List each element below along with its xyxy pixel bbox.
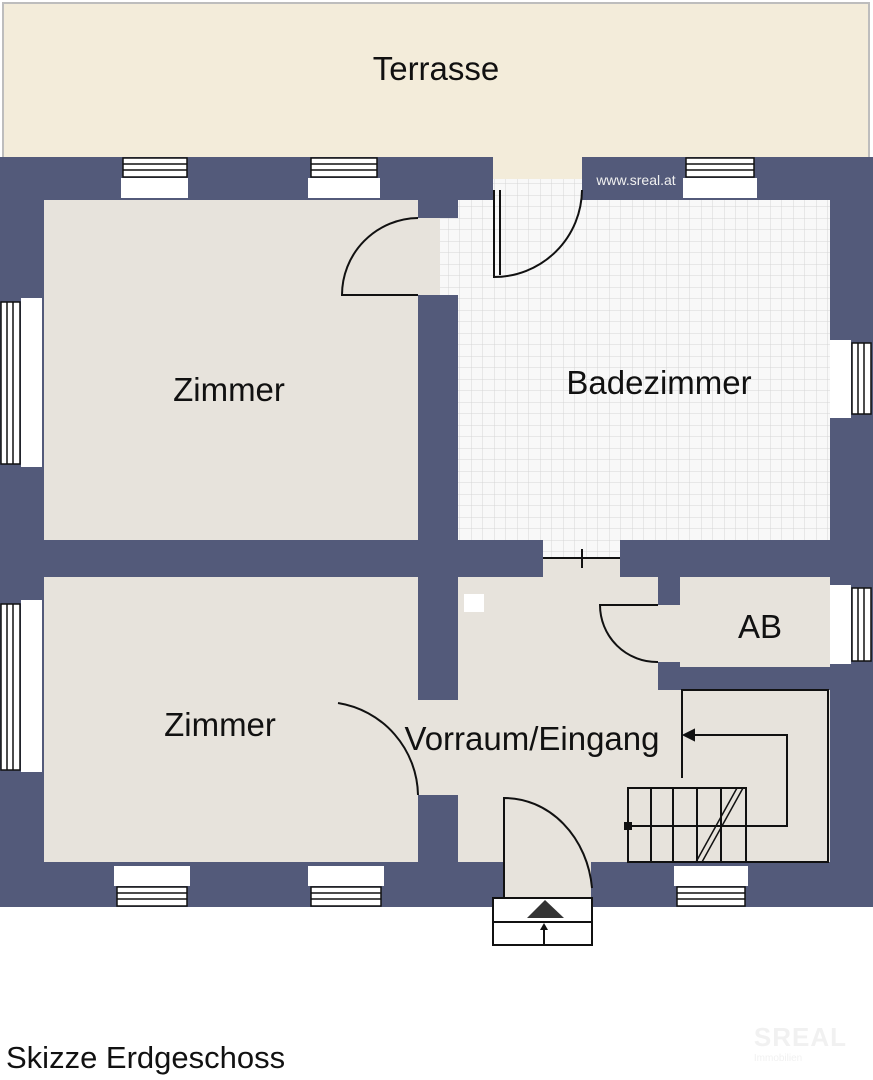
bath-terrace-opening-tiles <box>493 179 582 200</box>
label-hallway: Vorraum/Eingang <box>405 720 660 757</box>
door-swing-room-bottom <box>337 702 419 796</box>
watermark-url: www.sreal.at <box>595 172 675 188</box>
doors <box>337 189 659 898</box>
window <box>830 340 872 418</box>
wall-bath-left2 <box>420 295 458 540</box>
plan-caption: Skizze Erdgeschoss <box>6 1040 286 1075</box>
stair-direction-arrow <box>628 734 788 827</box>
column <box>464 594 484 612</box>
window <box>0 600 42 772</box>
windows <box>0 157 872 907</box>
window <box>683 157 757 198</box>
logo-brand: SREAL <box>753 1022 847 1052</box>
hallway-floor-east <box>658 690 830 862</box>
window <box>0 298 42 467</box>
label-terrace: Terrasse <box>373 50 500 87</box>
room-top-floor <box>44 200 418 540</box>
window <box>674 866 748 907</box>
door-swing-bath <box>493 189 583 279</box>
bath-terrace-opening <box>493 157 582 179</box>
hallway-floor <box>458 577 658 862</box>
terrace <box>2 2 870 160</box>
staircase <box>624 689 829 863</box>
window <box>830 585 872 664</box>
entrance-step <box>492 897 593 946</box>
label-room-top: Zimmer <box>173 371 285 408</box>
window <box>114 866 190 907</box>
window <box>308 157 380 198</box>
window <box>308 866 384 907</box>
room-bottom-floor <box>44 577 418 862</box>
door-swing-entry <box>503 796 593 898</box>
storage-floor <box>680 577 830 667</box>
label-bathroom: Badezimmer <box>566 364 751 401</box>
wall-bath-left <box>420 200 458 218</box>
entry-opening <box>503 862 591 898</box>
door-bath-hall <box>543 549 620 568</box>
label-room-bottom: Zimmer <box>164 706 276 743</box>
door-opening-bottom <box>418 700 458 795</box>
window <box>121 157 188 198</box>
label-storage: AB <box>738 608 782 645</box>
door-swing-storage <box>598 604 659 664</box>
storage-door-opening <box>658 605 680 662</box>
bathroom-floor <box>440 200 830 540</box>
door-opening-top <box>418 218 440 295</box>
logo-sub: Immobilien <box>753 1053 803 1064</box>
door-swing-room-top <box>340 217 419 296</box>
